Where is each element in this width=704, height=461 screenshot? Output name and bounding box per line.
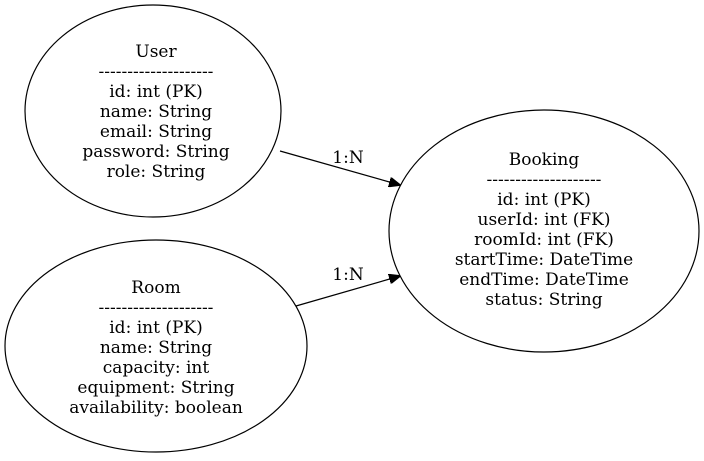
node-room: Room -------------------- id: int (PK) n… xyxy=(4,239,308,453)
node-booking-field: roomId: int (FK) xyxy=(474,230,614,250)
node-room-field: name: String xyxy=(100,338,212,358)
node-room-separator: -------------------- xyxy=(99,298,214,318)
node-user-ellipse xyxy=(24,4,282,218)
node-user-field: role: String xyxy=(107,162,206,182)
node-room-ellipse xyxy=(4,239,308,453)
edge-room-booking: 1:N xyxy=(295,265,400,307)
node-user-title: User xyxy=(135,42,177,62)
node-user: User -------------------- id: int (PK) n… xyxy=(24,4,282,218)
node-user-field: name: String xyxy=(100,102,212,122)
node-room-field: equipment: String xyxy=(77,378,234,398)
node-room-field: capacity: int xyxy=(103,358,210,378)
edge-room-booking-label: 1:N xyxy=(332,265,364,285)
node-room-field: id: int (PK) xyxy=(109,318,202,338)
node-booking-field: userId: int (FK) xyxy=(478,210,611,230)
node-booking-field: status: String xyxy=(485,290,602,310)
edge-user-booking-label: 1:N xyxy=(332,148,364,168)
node-user-separator: -------------------- xyxy=(99,62,214,82)
node-booking-field: id: int (PK) xyxy=(497,190,590,210)
edge-user-booking-line xyxy=(279,150,400,185)
node-user-field: password: String xyxy=(82,142,229,162)
node-booking-field: endTime: DateTime xyxy=(459,270,629,290)
node-room-field: availability: boolean xyxy=(69,398,243,418)
node-booking-separator: -------------------- xyxy=(487,170,602,190)
node-user-field: id: int (PK) xyxy=(109,82,202,102)
edge-user-booking: 1:N xyxy=(279,148,400,185)
node-booking-field: startTime: DateTime xyxy=(455,250,633,270)
node-room-title: Room xyxy=(131,278,180,298)
node-booking-ellipse xyxy=(388,109,700,353)
edge-room-booking-line xyxy=(295,276,400,307)
node-booking: Booking -------------------- id: int (PK… xyxy=(388,109,700,353)
node-user-field: email: String xyxy=(100,122,212,142)
node-booking-title: Booking xyxy=(509,150,580,170)
